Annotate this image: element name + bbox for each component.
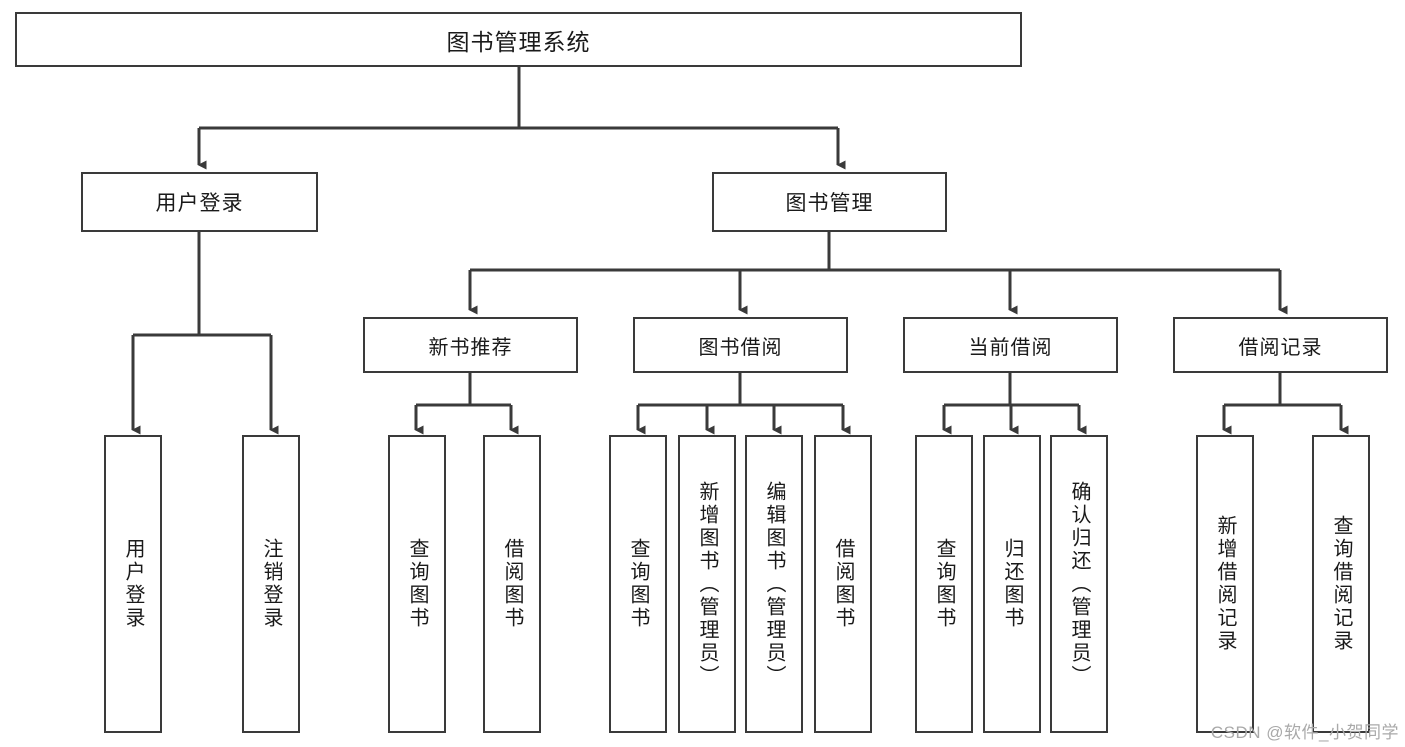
leaf-label: 确认归还（管理员） <box>1068 480 1090 688</box>
leaf-label: 查询图书 <box>933 538 955 630</box>
node-user-login-label: 用户登录 <box>155 192 244 215</box>
watermark-text: CSDN @软件_小贺同学 <box>1210 723 1399 742</box>
node-new-book-recommend-label: 新书推荐 <box>428 336 513 359</box>
leaf-label: 用户登录 <box>122 538 144 630</box>
leaf-current-borrow-query[interactable]: 查询图书 <box>915 435 973 733</box>
node-new-book-recommend[interactable]: 新书推荐 <box>363 317 578 373</box>
node-user-login[interactable]: 用户登录 <box>81 172 318 232</box>
leaf-new-books-borrow[interactable]: 借阅图书 <box>483 435 541 733</box>
leaf-book-borrow-edit[interactable]: 编辑图书（管理员） <box>745 435 803 733</box>
leaf-user-login-signin[interactable]: 用户登录 <box>104 435 162 733</box>
leaf-current-borrow-return[interactable]: 归还图书 <box>983 435 1041 733</box>
node-current-borrow-label: 当前借阅 <box>968 336 1053 359</box>
leaf-book-borrow-borrow[interactable]: 借阅图书 <box>814 435 872 733</box>
node-borrow-records-label: 借阅记录 <box>1238 336 1323 359</box>
leaf-label: 查询图书 <box>406 538 428 630</box>
node-root-label: 图书管理系统 <box>446 28 591 55</box>
leaf-label: 新增借阅记录 <box>1214 515 1236 653</box>
node-book-management[interactable]: 图书管理 <box>712 172 947 232</box>
node-book-borrow[interactable]: 图书借阅 <box>633 317 848 373</box>
leaf-borrow-records-query[interactable]: 查询借阅记录 <box>1312 435 1370 733</box>
node-current-borrow[interactable]: 当前借阅 <box>903 317 1118 373</box>
leaf-label: 查询图书 <box>627 538 649 630</box>
leaf-book-borrow-query[interactable]: 查询图书 <box>609 435 667 733</box>
leaf-user-login-signout[interactable]: 注销登录 <box>242 435 300 733</box>
leaf-label: 新增图书（管理员） <box>696 480 718 688</box>
leaf-label: 注销登录 <box>260 538 282 630</box>
leaf-label: 编辑图书（管理员） <box>763 480 785 688</box>
node-borrow-records[interactable]: 借阅记录 <box>1173 317 1388 373</box>
leaf-label: 借阅图书 <box>832 538 854 630</box>
node-book-management-label: 图书管理 <box>785 192 874 215</box>
leaf-new-books-query[interactable]: 查询图书 <box>388 435 446 733</box>
leaf-label: 归还图书 <box>1001 538 1023 630</box>
leaf-current-borrow-confirm-return[interactable]: 确认归还（管理员） <box>1050 435 1108 733</box>
leaf-label: 借阅图书 <box>501 538 523 630</box>
leaf-book-borrow-add[interactable]: 新增图书（管理员） <box>678 435 736 733</box>
leaf-borrow-records-add[interactable]: 新增借阅记录 <box>1196 435 1254 733</box>
node-book-borrow-label: 图书借阅 <box>698 336 783 359</box>
node-root[interactable]: 图书管理系统 <box>15 12 1022 67</box>
leaf-label: 查询借阅记录 <box>1330 515 1352 653</box>
